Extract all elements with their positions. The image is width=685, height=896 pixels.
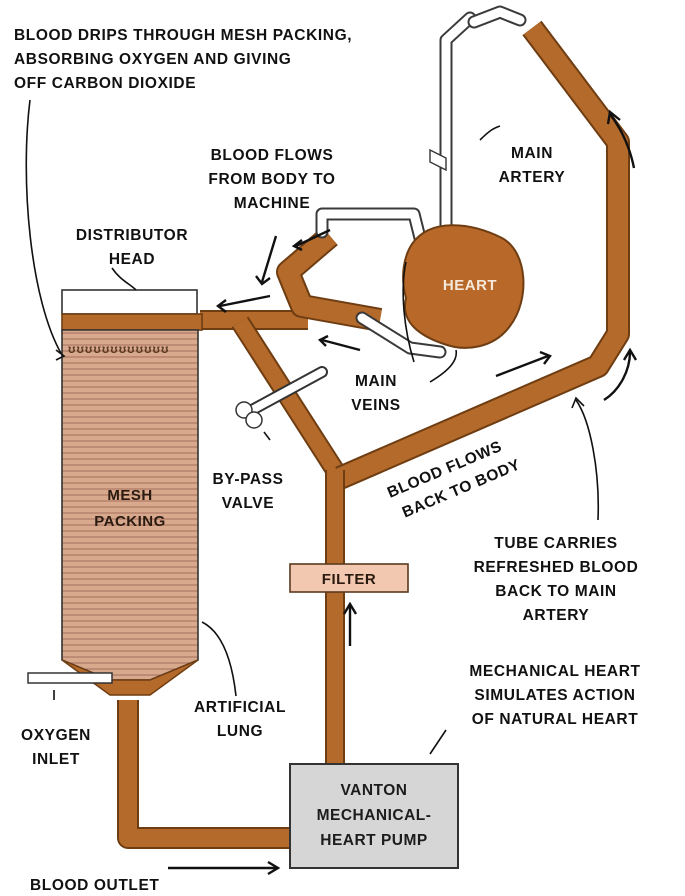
label-oxygen-inlet-1: OXYGEN: [21, 727, 91, 744]
outlet-line-edge: [128, 700, 290, 838]
drip-nozzles: ʊʊʊʊʊʊʊʊʊʊʊʊ: [68, 342, 169, 356]
pump-label-3: HEART PUMP: [320, 832, 427, 849]
label-artificial-lung-1: ARTIFICIAL: [194, 699, 286, 716]
distributor-cap: [62, 290, 197, 314]
label-mechanical-heart-2: SIMULATES ACTION: [474, 687, 635, 704]
label-tube-carries-2: REFRESHED BLOOD: [474, 559, 639, 576]
label-main-veins-1: MAIN: [355, 373, 397, 390]
label-blood-drips-3: OFF CARBON DIOXIDE: [14, 75, 196, 92]
label-blood-flows-from-1: BLOOD FLOWS: [211, 147, 334, 164]
heart-label: HEART: [443, 277, 497, 294]
label-main-artery-1: MAIN: [511, 145, 553, 162]
label-blood-outlet: BLOOD OUTLET: [30, 877, 159, 894]
label-distributor-1: DISTRIBUTOR: [76, 227, 188, 244]
label-tube-carries-3: BACK TO MAIN: [495, 583, 616, 600]
oxygen-inlet-pipe: [28, 673, 112, 683]
label-blood-flows-from-3: MACHINE: [234, 195, 311, 212]
label-bypass-2: VALVE: [222, 495, 274, 512]
label-main-artery-2: ARTERY: [499, 169, 566, 186]
label-tube-carries-4: ARTERY: [523, 607, 590, 624]
main-artery-vessel: [446, 18, 470, 236]
label-tube-carries-1: TUBE CARRIES: [494, 535, 617, 552]
label-bypass-1: BY-PASS: [212, 471, 283, 488]
mesh-packing-column: [62, 330, 198, 680]
label-mechanical-heart-3: OF NATURAL HEART: [472, 711, 639, 728]
label-oxygen-inlet-2: INLET: [32, 751, 80, 768]
label-mesh-1: MESH: [107, 487, 152, 504]
label-blood-drips-1: BLOOD DRIPS THROUGH MESH PACKING,: [14, 27, 352, 44]
label-artificial-lung-2: LUNG: [217, 723, 263, 740]
outlet-line: [128, 700, 290, 838]
label-mechanical-heart-1: MECHANICAL HEART: [469, 663, 640, 680]
pump-label-1: VANTON: [340, 782, 407, 799]
svg-text:ʊʊʊʊʊʊʊʊʊʊʊʊ: ʊʊʊʊʊʊʊʊʊʊʊʊ: [68, 342, 169, 356]
label-mesh-2: PACKING: [94, 513, 166, 530]
label-blood-drips-2: ABSORBING OXYGEN AND GIVING: [14, 51, 291, 68]
label-blood-flows-from-2: FROM BODY TO: [208, 171, 335, 188]
filter-label: FILTER: [322, 571, 376, 588]
upper-vein: [322, 214, 420, 238]
distributor-head: [62, 314, 202, 330]
pump-label-2: MECHANICAL-: [317, 807, 432, 824]
label-main-veins-2: VEINS: [351, 397, 401, 414]
label-distributor-2: HEAD: [109, 251, 155, 268]
